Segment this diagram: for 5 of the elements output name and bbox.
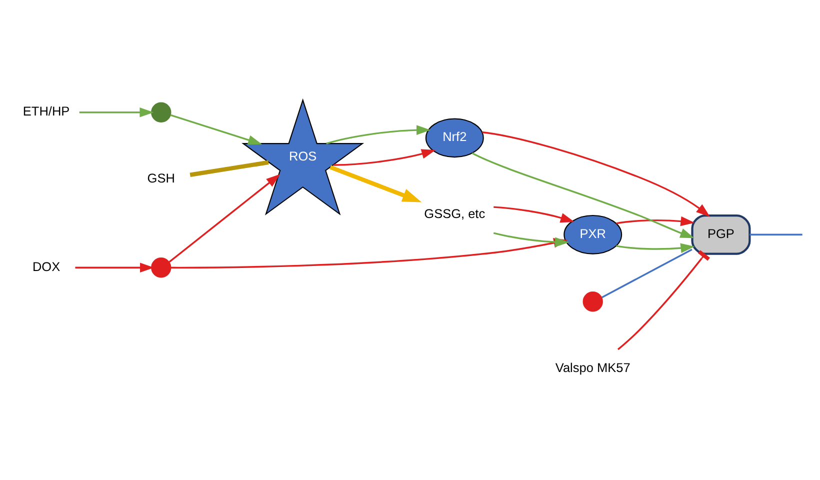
node-text: ETH/HP: [22, 103, 70, 118]
node-text: Valspo MK57: [555, 359, 630, 374]
node-text: GSH: [147, 170, 175, 186]
node-text: DOX: [32, 258, 60, 274]
node-text: GSSG, etc: [424, 205, 486, 220]
